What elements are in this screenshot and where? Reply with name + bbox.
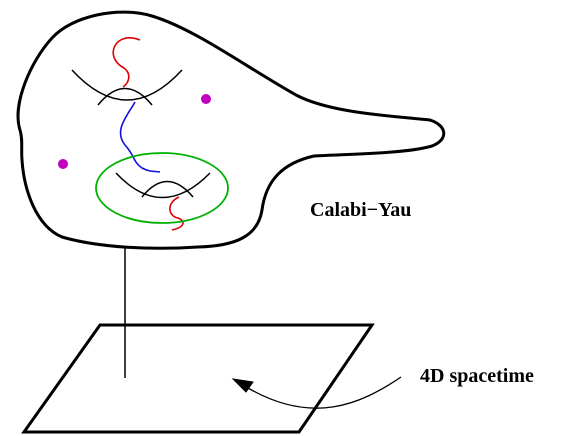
calabi-yau-surface xyxy=(16,10,446,250)
spacetime-label: 4D spacetime xyxy=(420,365,534,387)
lower-red-cycle xyxy=(169,196,184,231)
point-right xyxy=(201,94,211,104)
calabi-yau-label: Calabi−Yau xyxy=(310,199,411,221)
spacetime-plane xyxy=(21,323,375,434)
lower-handle-outer xyxy=(115,172,211,199)
green-cycle xyxy=(95,152,229,224)
point-left xyxy=(58,159,68,169)
blue-cycle xyxy=(119,101,161,173)
arrow-head xyxy=(231,378,254,393)
upper-handle-outer xyxy=(71,69,183,101)
upper-red-cycle xyxy=(112,37,141,88)
spacetime-arrow xyxy=(247,376,402,409)
lower-handle-inner xyxy=(141,180,194,198)
upper-handle-inner xyxy=(97,87,153,106)
